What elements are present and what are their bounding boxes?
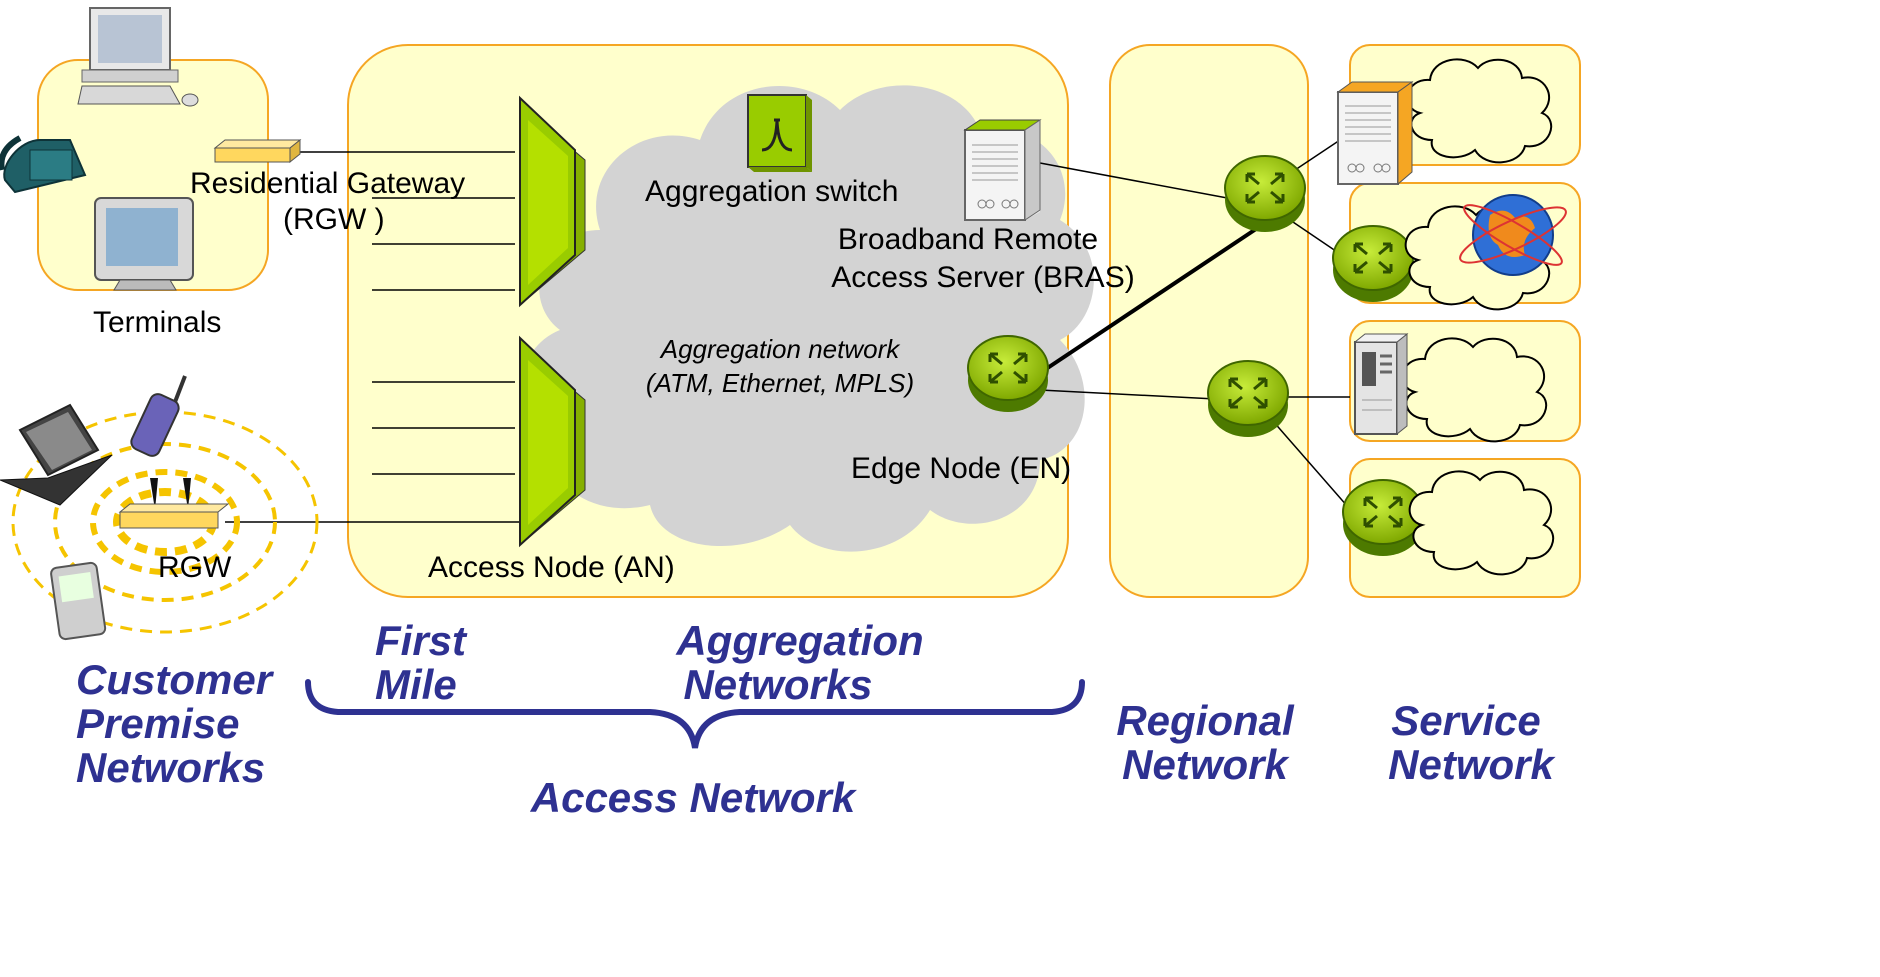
first-mile-label-line1: First: [375, 617, 467, 664]
gateway-modem-icon: [213, 138, 302, 164]
bold-uplink-line: [1038, 223, 1264, 375]
service-network-label-line2: Network: [1388, 741, 1554, 788]
globe-icon: [1459, 194, 1567, 276]
bras-label-line1: Broadband Remote: [837, 223, 1099, 256]
access-node-icon: [519, 95, 586, 308]
router-icon: [1331, 224, 1415, 304]
aggregation-switch-icon: [747, 94, 812, 172]
aggregation-switch-label: Aggregation switch: [645, 175, 899, 208]
pda-icon: [50, 561, 107, 641]
access-network-label: Access Network: [530, 774, 856, 821]
router-icon: [1206, 359, 1290, 439]
laptop-icon: [0, 403, 113, 506]
service-network-label-line1: Service: [1391, 697, 1541, 744]
rgw-label: (RGW ): [283, 203, 385, 236]
first-mile-label-line2: Mile: [375, 661, 457, 708]
aggregation-network-label-line1: Aggregation network: [660, 334, 900, 364]
crt-monitor-icon: [94, 197, 194, 291]
customer-premise-label-line1: Customer: [76, 656, 273, 703]
edge-node-label: Edge Node (EN): [851, 452, 1072, 485]
aggregation-networks-label-line1: Aggregation: [676, 617, 924, 664]
wireless-router-icon: [118, 478, 230, 529]
regional-network-label-line2: Network: [1122, 741, 1288, 788]
access-network-brace: [305, 679, 1085, 749]
terminals-label: Terminals: [93, 306, 222, 339]
telephone-icon: [0, 135, 87, 194]
aggregation-networks-label-line2: Networks: [683, 661, 873, 708]
server-icon: [963, 119, 1042, 221]
customer-premise-label-line3: Networks: [76, 744, 266, 791]
rgw-wireless-label: RGW: [158, 551, 232, 584]
customer-premise-label-line2: Premise: [76, 700, 240, 747]
regional-network-label-line1: Regional: [1116, 697, 1294, 744]
router-icon: [1223, 154, 1307, 234]
regional-network-box: [1109, 44, 1309, 598]
connection-lines: [225, 139, 1356, 523]
desktop-computer-icon: [77, 7, 199, 107]
access-node-icon: [519, 335, 586, 548]
aggregation-cloud: [522, 85, 1094, 552]
bras-label-line2: Access Server (BRAS): [831, 261, 1135, 294]
router-icon: [966, 334, 1050, 414]
residential-gateway-label: Residential Gateway: [190, 167, 466, 200]
server-icon: [1336, 81, 1414, 186]
mobile-phone-icon: [130, 375, 187, 457]
access-node-label: Access Node (AN): [428, 551, 675, 584]
aggregation-network-label-line2: (ATM, Ethernet, MPLS): [645, 368, 915, 398]
tower-server-icon: [1353, 332, 1409, 436]
